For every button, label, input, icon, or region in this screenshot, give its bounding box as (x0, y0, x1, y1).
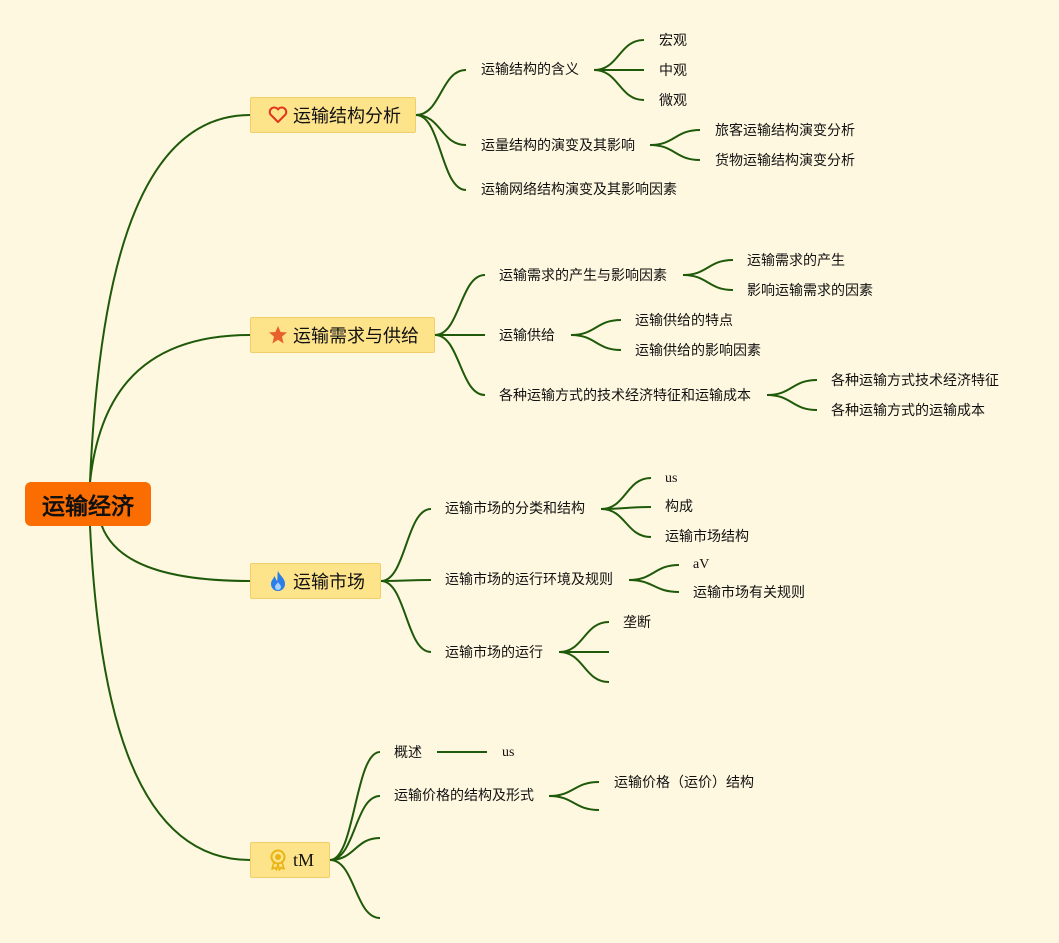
branch-connector (329, 859, 381, 919)
branch-label: 运输市场 (293, 572, 365, 593)
branch-connector (415, 114, 467, 146)
topic-connector (766, 379, 818, 396)
leaf-price-structure[interactable]: 运输价格（运价）结构 (614, 775, 754, 791)
topic-connector (600, 508, 652, 538)
leaf-supply-factors[interactable]: 运输供给的影响因素 (635, 343, 761, 359)
root-connector (89, 525, 251, 861)
branch-connector (329, 751, 381, 861)
topic-price-structure[interactable]: 运输价格的结构及形式 (394, 788, 534, 804)
branch-connector (434, 334, 486, 396)
topic-connector (570, 334, 622, 351)
topic-connector (682, 274, 734, 291)
branch-connector (329, 837, 381, 861)
leaf-meso[interactable]: 中观 (659, 63, 687, 79)
root-node[interactable]: 运输经济 (25, 482, 151, 526)
branch-node-pricing[interactable]: tM (250, 842, 330, 878)
branch-node-transport-structure[interactable]: 运输结构分析 (250, 97, 416, 133)
branch-connector (380, 579, 432, 582)
leaf-micro[interactable]: 微观 (659, 93, 687, 109)
branch-connector (380, 580, 432, 653)
topic-overview[interactable]: 概述 (394, 745, 422, 761)
topic-market-environment[interactable]: 运输市场的运行环境及规则 (445, 572, 613, 588)
branch-connector (329, 795, 381, 861)
branch-connector (415, 114, 467, 191)
topic-connector (600, 477, 652, 510)
leaf-supply-features[interactable]: 运输供给的特点 (635, 313, 733, 329)
topic-connector (628, 579, 680, 593)
branch-connector (380, 508, 432, 582)
branch-label: 运输需求与供给 (293, 326, 419, 347)
topic-network-structure[interactable]: 运输网络结构演变及其影响因素 (481, 182, 677, 198)
branch-label: 运输结构分析 (293, 106, 401, 127)
topic-mode-features-cost[interactable]: 各种运输方式的技术经济特征和运输成本 (499, 388, 751, 404)
topic-connector (548, 795, 600, 811)
root-label: 运输经济 (42, 494, 134, 520)
heart-icon (267, 104, 289, 126)
topic-market-classification[interactable]: 运输市场的分类和结构 (445, 501, 585, 517)
leaf-monopoly[interactable]: 垄断 (623, 615, 651, 631)
root-connector (99, 519, 251, 582)
leaf-av[interactable]: aV (693, 557, 710, 572)
topic-connector (558, 651, 610, 683)
branch-label: tM (293, 849, 315, 870)
leaf-market-structure[interactable]: 运输市场结构 (665, 529, 749, 545)
topic-structure-meaning[interactable]: 运输结构的含义 (481, 62, 579, 78)
topic-connector (593, 39, 645, 71)
branch-connector (434, 274, 486, 336)
root-connector (89, 114, 251, 483)
branch-connector (415, 69, 467, 116)
topic-connector (558, 621, 610, 653)
topic-market-operation[interactable]: 运输市场的运行 (445, 645, 543, 661)
leaf-us[interactable]: us (665, 471, 678, 486)
branch-node-demand-supply[interactable]: 运输需求与供给 (250, 317, 435, 353)
topic-connector (766, 394, 818, 411)
topic-connector (649, 144, 701, 161)
topic-connector (593, 69, 645, 101)
leaf-mode-cost[interactable]: 各种运输方式的运输成本 (831, 403, 985, 419)
topic-connector (548, 781, 600, 797)
award-icon (267, 849, 289, 871)
leaf-demand-generation[interactable]: 运输需求的产生 (747, 253, 845, 269)
leaf-market-rules[interactable]: 运输市场有关规则 (693, 585, 805, 601)
topic-connector (649, 129, 701, 146)
star-icon (267, 324, 289, 346)
leaf-mode-features[interactable]: 各种运输方式技术经济特征 (831, 373, 999, 389)
root-connector (89, 334, 251, 483)
branch-node-transport-market[interactable]: 运输市场 (250, 563, 381, 599)
topic-volume-structure[interactable]: 运量结构的演变及其影响 (481, 138, 635, 154)
leaf-us-2[interactable]: us (502, 745, 515, 760)
topic-demand-origin[interactable]: 运输需求的产生与影响因素 (499, 268, 667, 284)
leaf-composition[interactable]: 构成 (665, 499, 693, 515)
topic-connector (682, 259, 734, 276)
leaf-macro[interactable]: 宏观 (659, 33, 687, 49)
topic-connector (570, 319, 622, 336)
leaf-passenger-structure[interactable]: 旅客运输结构演变分析 (715, 123, 855, 139)
leaf-demand-factors[interactable]: 影响运输需求的因素 (747, 283, 873, 299)
flame-icon (267, 570, 289, 592)
leaf-freight-structure[interactable]: 货物运输结构演变分析 (715, 153, 855, 169)
topic-connector (628, 564, 680, 581)
topic-supply[interactable]: 运输供给 (499, 328, 555, 344)
